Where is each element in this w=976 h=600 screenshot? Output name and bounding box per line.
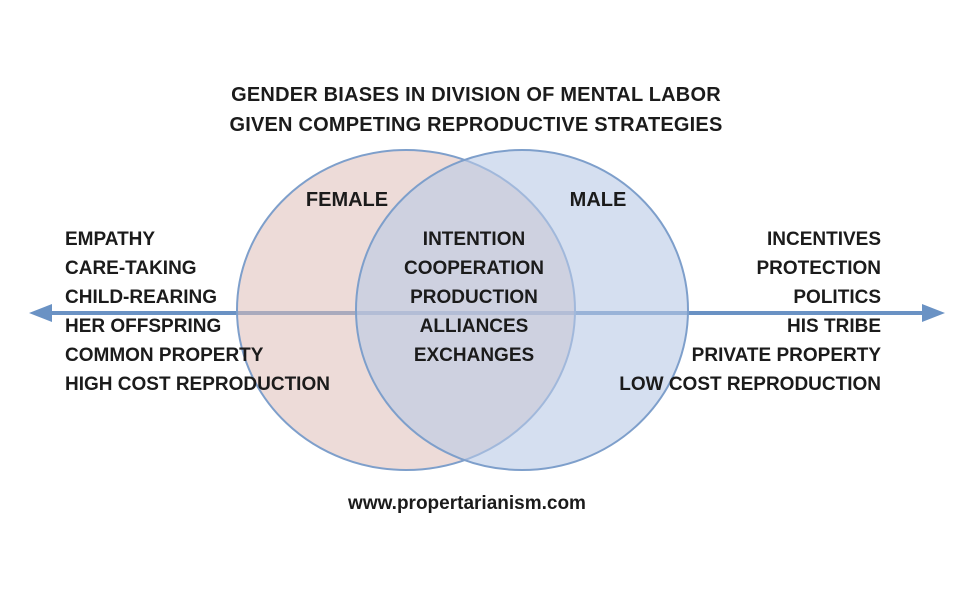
title-line-2: GIVEN COMPETING REPRODUCTIVE STRATEGIES [229, 114, 723, 136]
list-item: PRODUCTION [410, 287, 538, 308]
left-arrowhead-icon [29, 304, 52, 322]
list-item: INTENTION [422, 229, 526, 250]
list-item: HIGH COST REPRODUCTION [65, 374, 330, 395]
list-item: LOW COST REPRODUCTION [619, 374, 881, 395]
list-item: POLITICS [793, 287, 881, 308]
list-item: EMPATHY [65, 229, 156, 250]
list-item: PROTECTION [756, 258, 881, 279]
male-circle-label: MALE [569, 189, 627, 211]
right-arrowhead-icon [922, 304, 945, 322]
list-item: COMMON PROPERTY [65, 345, 264, 366]
page-title: GENDER BIASES IN DIVISION OF MENTAL LABO… [0, 80, 952, 140]
male-circle [355, 149, 689, 471]
list-item: COOPERATION [403, 258, 545, 279]
list-item: HIS TRIBE [787, 316, 881, 337]
shared-traits-list: INTENTION COOPERATION PRODUCTION ALLIANC… [404, 225, 544, 370]
list-item: CHILD-REARING [65, 287, 217, 308]
female-traits-list: EMPATHY CARE-TAKING CHILD-REARING HER OF… [65, 225, 330, 399]
list-item: ALLIANCES [419, 316, 529, 337]
list-item: CARE-TAKING [65, 258, 197, 279]
female-circle-label: FEMALE [305, 189, 389, 211]
list-item: INCENTIVES [766, 229, 881, 250]
website-url: www.propertarianism.com [348, 493, 586, 514]
list-item: EXCHANGES [413, 345, 535, 366]
list-item: HER OFFSPRING [65, 316, 222, 337]
male-traits-list: INCENTIVES PROTECTION POLITICS HIS TRIBE… [619, 225, 881, 399]
list-item: PRIVATE PROPERTY [691, 345, 881, 366]
title-line-1: GENDER BIASES IN DIVISION OF MENTAL LABO… [231, 84, 721, 106]
